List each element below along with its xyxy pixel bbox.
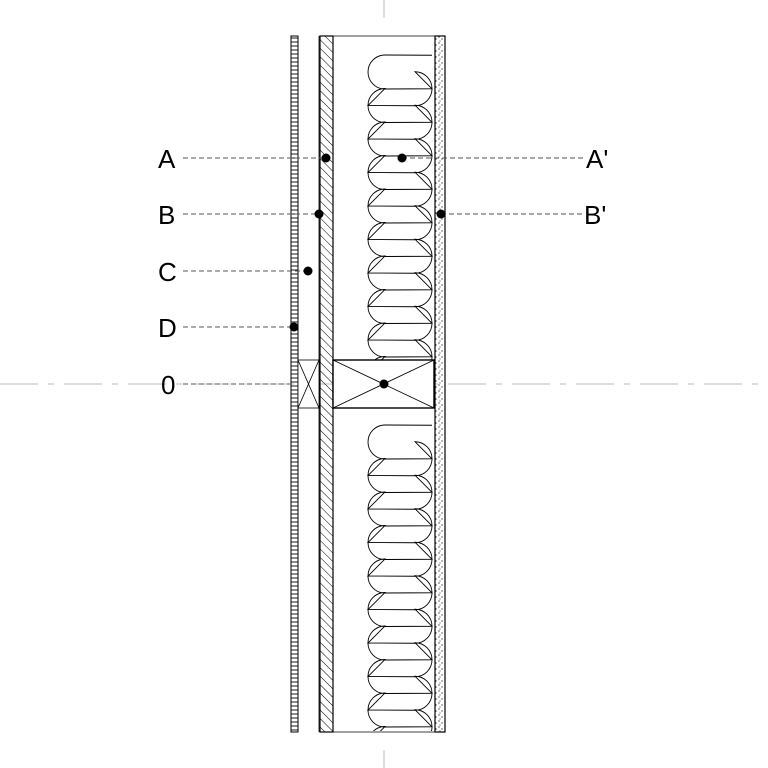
label-zero: 0 <box>161 370 175 400</box>
label-a-prime: A' <box>586 144 608 174</box>
insulation-batt-upper <box>366 54 434 360</box>
insulation-loop-path <box>366 424 434 731</box>
label-d: D <box>158 313 177 343</box>
point-d <box>289 322 299 332</box>
label-a: A <box>158 144 176 174</box>
point-a <box>321 153 331 163</box>
label-b: B <box>158 200 175 230</box>
insulation-batt-lower <box>366 424 434 731</box>
measurement-points <box>289 153 446 389</box>
point-b-prime <box>436 209 446 219</box>
point-c <box>303 266 313 276</box>
sheathing-board <box>319 35 334 733</box>
insulation-loop-path <box>366 54 434 360</box>
label-b-prime: B' <box>584 200 606 230</box>
leader-lines <box>183 157 584 385</box>
label-c: C <box>158 257 177 287</box>
interior-lining-board <box>434 35 446 733</box>
point-zero <box>379 379 389 389</box>
point-b <box>314 209 324 219</box>
batten <box>297 359 320 409</box>
cladding-layer <box>290 35 299 733</box>
point-a-prime <box>397 153 407 163</box>
